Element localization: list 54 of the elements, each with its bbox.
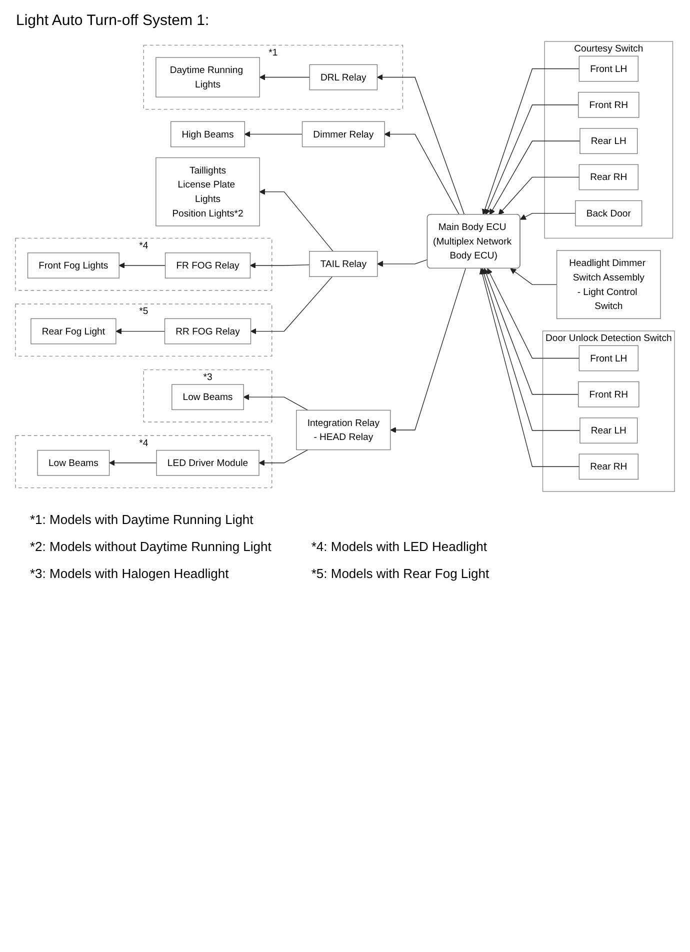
node-box: Back Door bbox=[575, 200, 642, 226]
node-box: Low Beams bbox=[172, 384, 244, 410]
node-box: RR FOG Relay bbox=[164, 318, 252, 344]
arrow bbox=[510, 268, 558, 285]
arrow bbox=[116, 328, 166, 334]
arrow bbox=[376, 74, 465, 215]
arrow bbox=[384, 131, 460, 215]
node-box: Front RH bbox=[578, 92, 640, 118]
node-box: Rear LH bbox=[580, 128, 638, 154]
arrow bbox=[479, 268, 580, 467]
node-box: Low Beams bbox=[37, 450, 110, 476]
diagram-title: Light Auto Turn-off System 1: bbox=[16, 12, 210, 29]
node-box: High Beams bbox=[170, 121, 246, 148]
node-box: Rear RH bbox=[578, 454, 638, 480]
arrow bbox=[244, 131, 303, 138]
node-box: Taillights License Plate Lights Position Lights*2 bbox=[156, 157, 260, 226]
footnote: *4: Models with LED Headlight bbox=[311, 539, 488, 554]
arrow bbox=[484, 104, 579, 215]
node-box: LED Driver Module bbox=[156, 450, 260, 476]
footnote: *3: Models with Halogen Headlight bbox=[30, 566, 230, 581]
footnote: *2: Models without Daytime Running Light bbox=[30, 539, 272, 554]
arrow bbox=[250, 276, 333, 334]
arrow bbox=[250, 262, 310, 268]
node-box: Front Fog Lights bbox=[27, 252, 120, 278]
node-box: Rear Fog Light bbox=[30, 318, 116, 344]
arrow bbox=[118, 262, 166, 268]
footnote: *5: Models with Rear Fog Light bbox=[311, 566, 490, 581]
arrow bbox=[487, 268, 580, 359]
node-box: Front LH bbox=[578, 56, 638, 82]
arrow bbox=[482, 68, 580, 215]
arrow bbox=[243, 394, 308, 411]
arrow bbox=[258, 449, 308, 466]
arrow bbox=[498, 176, 580, 215]
arrow bbox=[259, 74, 310, 80]
node-box: Front LH bbox=[578, 345, 638, 372]
arrow bbox=[489, 140, 580, 215]
node-box: Headlight Dimmer Switch Assembly - Light Control Switch bbox=[556, 250, 661, 319]
arrow bbox=[483, 268, 579, 395]
footnote: *1: Models with Daytime Running Light bbox=[30, 512, 254, 527]
arrow bbox=[377, 259, 428, 267]
arrow bbox=[390, 268, 466, 433]
arrow bbox=[481, 268, 580, 431]
node-box: Rear RH bbox=[578, 164, 638, 190]
node-box: TAIL Relay bbox=[309, 250, 378, 277]
node-box: DRL Relay bbox=[309, 64, 378, 90]
node-box: Daytime Running Lights bbox=[156, 57, 260, 98]
node-box: FR FOG Relay bbox=[164, 252, 251, 278]
arrow bbox=[520, 212, 576, 220]
arrow bbox=[259, 188, 334, 252]
node-box: Front RH bbox=[578, 381, 640, 408]
node-box: Dimmer Relay bbox=[302, 121, 385, 148]
node-box: Integration Relay - HEAD Relay bbox=[296, 410, 391, 450]
arrow bbox=[109, 460, 157, 466]
node-box: Rear LH bbox=[580, 418, 638, 444]
